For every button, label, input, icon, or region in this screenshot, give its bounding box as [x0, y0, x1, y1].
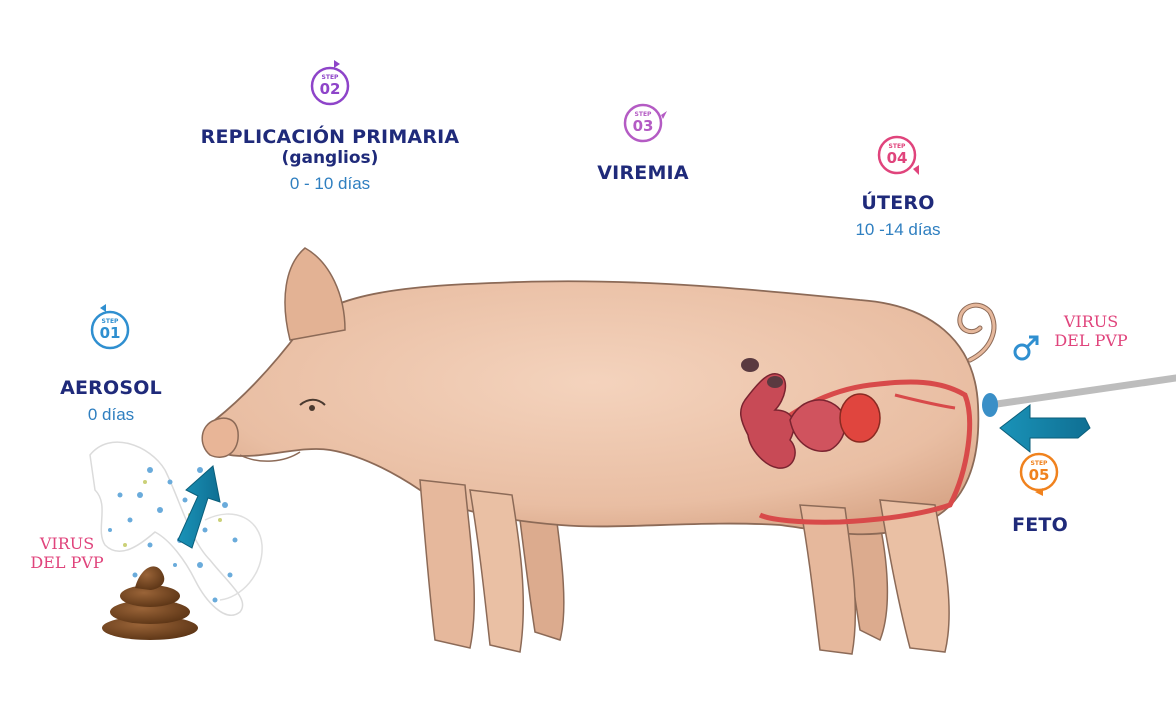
step-04-days: 10 -14 días	[838, 220, 958, 240]
step-05-number: 05	[1029, 466, 1050, 484]
virus-label-left: VIRUS DEL PVP	[24, 534, 110, 572]
step-02-days: 0 - 10 días	[190, 174, 470, 194]
step-05-title: FETO	[995, 514, 1085, 536]
step-01-badge-icon: STEP 01	[92, 304, 128, 348]
feces-icon	[102, 566, 198, 640]
step-02-subtitle: (ganglios)	[190, 148, 470, 168]
aerosol-cloud	[90, 442, 262, 615]
step-04-label: ÚTERO 10 -14 días	[838, 192, 958, 240]
step-02-number: 02	[320, 80, 341, 98]
step-05-label: FETO	[995, 514, 1085, 536]
step-02-badge-icon: STEP 02	[312, 60, 348, 104]
step-03-label: VIREMIA	[583, 162, 703, 184]
step-03-title: VIREMIA	[583, 162, 703, 184]
step-04-number: 04	[887, 149, 908, 167]
step-02-title: REPLICACIÓN PRIMARIA	[190, 126, 470, 148]
insemination-arrow-icon	[1000, 405, 1090, 452]
pig-illustration	[202, 248, 994, 654]
step-01-title: AEROSOL	[48, 377, 174, 399]
step-04-title: ÚTERO	[838, 192, 958, 214]
virus-left-line1: VIRUS	[24, 534, 110, 553]
virus-label-right: VIRUS DEL PVP	[1046, 312, 1136, 350]
virus-right-line1: VIRUS	[1046, 312, 1136, 331]
step-03-number: 03	[633, 117, 654, 135]
step-02-label: REPLICACIÓN PRIMARIA (ganglios) 0 - 10 d…	[190, 126, 470, 194]
virus-left-line2: DEL PVP	[24, 553, 110, 572]
step-05-badge-icon: STEP 05	[1021, 454, 1057, 496]
step-01-label: AEROSOL 0 días	[48, 377, 174, 425]
virus-right-line2: DEL PVP	[1046, 331, 1136, 350]
aerosol-arrow-icon	[178, 466, 220, 548]
semen-catheter-icon	[982, 378, 1176, 417]
step-01-number: 01	[100, 324, 121, 342]
step-04-badge-icon: STEP 04	[879, 137, 919, 175]
male-symbol-icon	[1015, 337, 1037, 359]
step-01-days: 0 días	[48, 405, 174, 425]
step-03-badge-icon: STEP 03	[625, 105, 667, 141]
